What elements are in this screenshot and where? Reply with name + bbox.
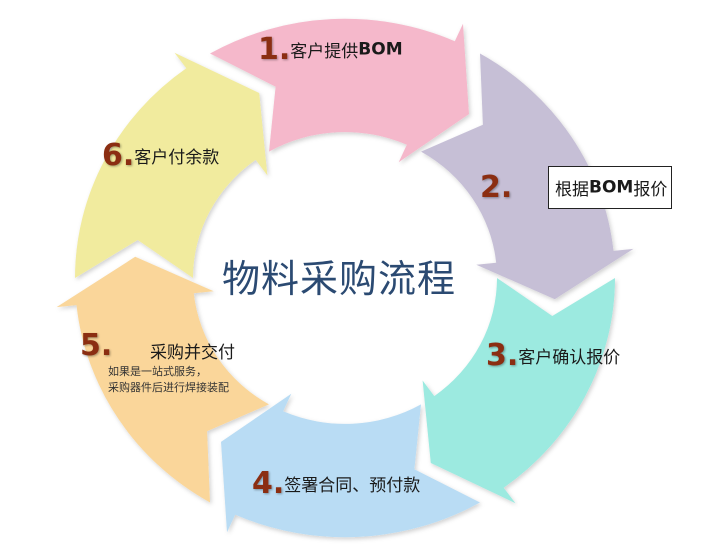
step-5-number-wrap: 5. bbox=[80, 328, 112, 363]
step-5-text: 采购并交付 bbox=[150, 343, 235, 363]
step-1-arrow-segment bbox=[210, 18, 469, 163]
step-2-number-wrap: 2. bbox=[480, 170, 512, 205]
step-5-number: 5. bbox=[80, 328, 113, 363]
step-6-arrow-segment bbox=[75, 52, 268, 278]
step-1-bom: BOM bbox=[358, 39, 403, 60]
step-4-number: 4. bbox=[252, 466, 285, 501]
step-4-label: 4.签署合同、预付款 bbox=[252, 466, 420, 501]
step-5-note-line-2: 采购器件后进行焊接装配 bbox=[108, 381, 229, 394]
step-3-arrow-segment bbox=[422, 278, 615, 504]
step-1-number: 1. bbox=[258, 32, 291, 67]
step-4-text: 签署合同、预付款 bbox=[284, 476, 421, 496]
step-2-label: 根据BOM报价 bbox=[548, 166, 673, 209]
step-3-label: 3.客户确认报价 bbox=[486, 338, 620, 373]
step-1-label: 1.客户提供BOM bbox=[258, 32, 403, 67]
step-5-note: 如果是一站式服务， 采购器件后进行焊接装配 bbox=[108, 364, 229, 396]
step-2-arrow-segment bbox=[421, 53, 634, 300]
step-2-text: 根据 bbox=[555, 180, 589, 200]
step-4-arrow-segment bbox=[221, 393, 480, 538]
step-3-text: 客户确认报价 bbox=[518, 348, 621, 368]
step-5-arrow-segment bbox=[56, 256, 269, 503]
step-2-number: 2. bbox=[480, 170, 513, 205]
step-5-label: 采购并交付 bbox=[150, 338, 235, 363]
step-2-bom: BOM bbox=[589, 177, 634, 198]
step-3-number: 3. bbox=[486, 338, 519, 373]
step-2-text-after: 报价 bbox=[633, 180, 668, 200]
step-5-note-line-1: 如果是一站式服务， bbox=[108, 365, 207, 378]
step-1-text: 客户提供 bbox=[290, 42, 359, 62]
step-6-text: 客户付余款 bbox=[134, 148, 220, 168]
step-6-label: 6.客户付余款 bbox=[102, 138, 219, 173]
step-6-number: 6. bbox=[102, 138, 135, 173]
diagram-title: 物料采购流程 bbox=[222, 257, 457, 301]
